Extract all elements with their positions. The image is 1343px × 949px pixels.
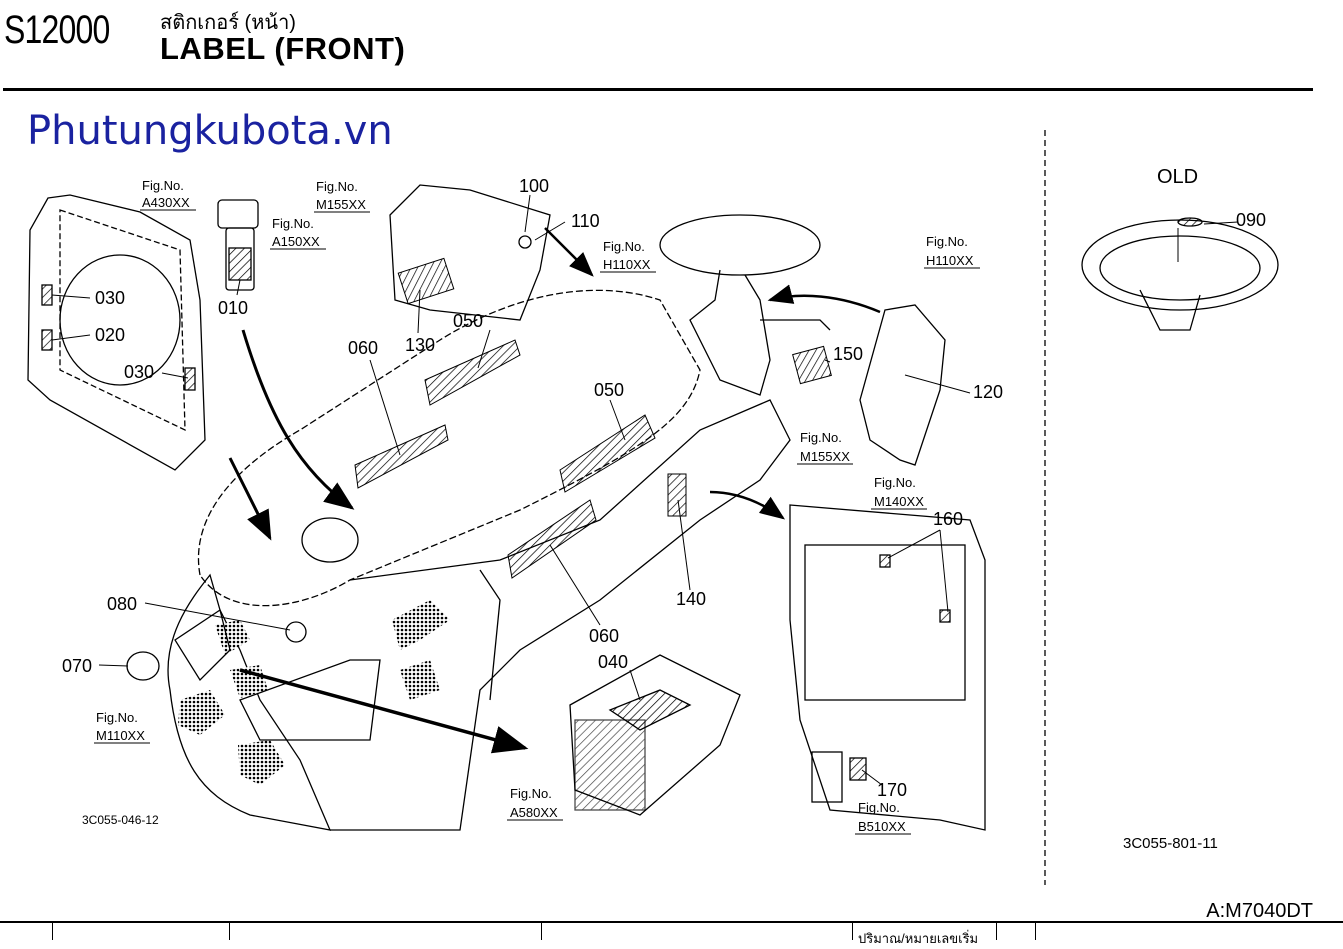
part-number: 040 <box>598 652 628 672</box>
part-number: 070 <box>62 656 92 676</box>
pointer-arrows <box>228 227 881 754</box>
fig-ref-m155a-label: Fig.No. <box>316 179 358 194</box>
fig-references: Fig.No. A430XX Fig.No. A150XX Fig.No. M1… <box>94 178 980 835</box>
footer-divider <box>1035 921 1036 940</box>
fig-ref-h110a-code: H110XX <box>603 257 651 272</box>
fuel-filter <box>217 199 259 291</box>
footer-divider <box>52 921 53 940</box>
drawing-id: 3C055-801-11 <box>1123 835 1218 852</box>
part-number: 130 <box>405 335 435 355</box>
part-number: 030 <box>124 362 154 382</box>
model-reference: A:M7040DT <box>1206 900 1313 922</box>
part-number: 170 <box>877 780 907 800</box>
part-number: 140 <box>676 589 706 609</box>
fig-ref-m155a-code: M155XX <box>316 197 366 212</box>
footer-divider <box>541 921 542 940</box>
footer-divider <box>852 921 853 940</box>
part-number: 060 <box>348 338 378 358</box>
part-number: 120 <box>973 382 1003 402</box>
fig-ref-a150-code: A150XX <box>272 234 320 249</box>
dash-panel <box>389 184 551 321</box>
fig-ref-m110-label: Fig.No. <box>96 710 138 725</box>
steering-wheel <box>659 214 831 396</box>
battery <box>569 654 741 816</box>
part-number: 150 <box>833 344 863 364</box>
old-label: OLD <box>1157 166 1198 188</box>
front-emblems <box>126 608 381 741</box>
part-number: 020 <box>95 325 125 345</box>
fig-ref-h110a-label: Fig.No. <box>603 239 645 254</box>
hood <box>167 289 791 831</box>
fig-ref-m155b-label: Fig.No. <box>800 430 842 445</box>
fig-ref-a430-code: A430XX <box>142 195 190 210</box>
watermark: Phutungkubota.vn <box>27 108 393 154</box>
fig-ref-h110b-code: H110XX <box>926 253 974 268</box>
page-title: LABEL (FRONT) <box>160 31 406 66</box>
fig-ref-m110-code: M110XX <box>96 728 145 743</box>
footer-divider <box>229 921 230 940</box>
old-steering-wheel <box>1081 217 1279 331</box>
fig-ref-a430-label: Fig.No. <box>142 178 184 193</box>
fig-ref-a580-label: Fig.No. <box>510 786 552 801</box>
part-number: 100 <box>519 176 549 196</box>
fig-ref-m140-code: M140XX <box>874 494 924 509</box>
part-number: 080 <box>107 594 137 614</box>
part-number: 050 <box>453 311 483 331</box>
fig-ref-a150-label: Fig.No. <box>272 216 314 231</box>
part-number: 160 <box>933 509 963 529</box>
fig-ref-a580-code: A580XX <box>510 805 558 820</box>
fig-ref-h110b-label: Fig.No. <box>926 234 968 249</box>
header-rule <box>3 88 1313 91</box>
radiator-frame <box>27 194 206 471</box>
fig-ref-b510-label: Fig.No. <box>858 800 900 815</box>
part-number: 090 <box>1236 210 1266 230</box>
footer-rule <box>0 921 1343 923</box>
hood-labels <box>354 257 832 579</box>
rear-panel <box>789 504 986 831</box>
part-number: 010 <box>218 298 248 318</box>
part-code: S12000 <box>4 8 110 52</box>
fig-ref-m155b-code: M155XX <box>800 449 850 464</box>
camouflage-decals <box>178 600 450 785</box>
fig-ref-b510-code: B510XX <box>858 819 906 834</box>
leader-lines <box>51 194 1239 786</box>
thai-title: สติกเกอร์ (หน้า) <box>160 12 296 34</box>
part-number: 060 <box>589 626 619 646</box>
part-number: 050 <box>594 380 624 400</box>
part-number: 030 <box>95 288 125 308</box>
side-cover <box>859 304 946 466</box>
part-number: 110 <box>571 211 600 231</box>
part-number-callouts: 010 020 030 030 040 050 050 060 060 070 … <box>62 176 1266 800</box>
drawing-id: 3C055-046-12 <box>82 813 159 827</box>
footer-divider <box>996 921 997 940</box>
footer-header-text: ปริมาณ/หมายเลขเริ่ม <box>858 931 979 946</box>
fig-ref-m140-label: Fig.No. <box>874 475 916 490</box>
